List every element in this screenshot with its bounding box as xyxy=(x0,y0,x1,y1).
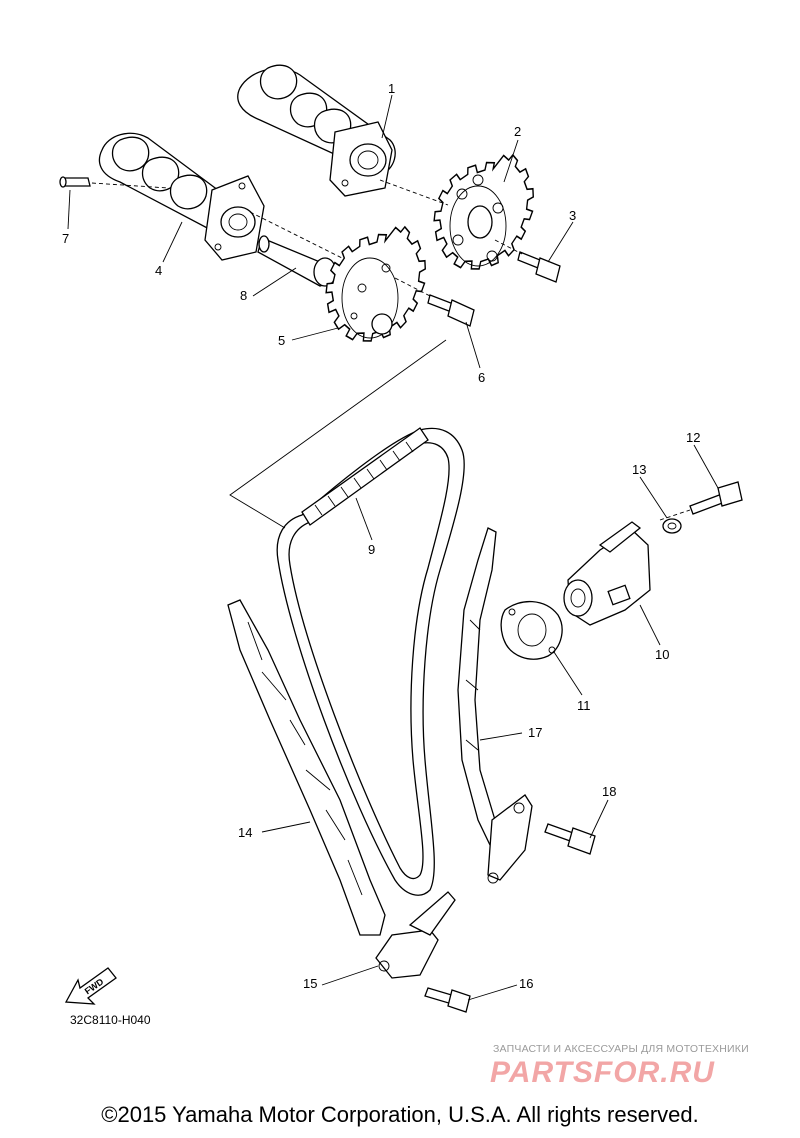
callout-16: 16 xyxy=(519,976,533,991)
callout-10: 10 xyxy=(655,647,669,662)
timing-chain xyxy=(276,427,465,896)
watermark-caption: ЗАПЧАСТИ И АКСЕССУАРЫ ДЛЯ МОТОТЕХНИКИ xyxy=(493,1043,749,1055)
bolt-part-16 xyxy=(424,987,471,1013)
guide-stopper xyxy=(375,891,456,979)
callout-17: 17 xyxy=(528,725,542,740)
watermark-logo: PARTSFOR.RU xyxy=(490,1056,715,1089)
dowel-pin xyxy=(59,176,169,189)
tensioner-washer xyxy=(662,518,682,534)
cam-sprocket-lower xyxy=(325,225,427,342)
chain-routing-outline xyxy=(229,339,447,529)
camshaft-lower xyxy=(98,132,265,261)
callout-9: 9 xyxy=(368,542,375,557)
callout-2: 2 xyxy=(514,124,521,139)
callout-6: 6 xyxy=(478,370,485,385)
leader-lines xyxy=(67,94,719,1001)
chain-guide-left xyxy=(227,599,386,936)
callout-3: 3 xyxy=(569,208,576,223)
chain-guide-right xyxy=(457,527,533,884)
callout-4: 4 xyxy=(155,263,162,278)
bolt-part-3 xyxy=(494,239,561,283)
chain-tensioner xyxy=(563,521,651,626)
bolt-part-18 xyxy=(544,823,596,855)
callout-8: 8 xyxy=(240,288,247,303)
callout-14: 14 xyxy=(238,825,252,840)
callout-12: 12 xyxy=(686,430,700,445)
tensioner-gasket xyxy=(500,600,563,660)
callout-7: 7 xyxy=(62,231,69,246)
callout-15: 15 xyxy=(303,976,317,991)
camshaft-upper xyxy=(237,64,396,197)
callout-numbers: 1 2 3 4 5 6 7 8 9 10 11 12 13 14 15 16 1… xyxy=(62,81,700,991)
bolt-part-6 xyxy=(394,277,475,327)
cam-sprocket-upper xyxy=(433,153,535,270)
callout-18: 18 xyxy=(602,784,616,799)
copyright-notice: ©2015 Yamaha Motor Corporation, U.S.A. A… xyxy=(101,1102,699,1127)
callout-5: 5 xyxy=(278,333,285,348)
callout-1: 1 xyxy=(388,81,395,96)
diagram-code: 32C8110-H040 xyxy=(70,1013,151,1027)
callout-13: 13 xyxy=(632,462,646,477)
decompressor-shaft xyxy=(249,211,351,287)
fwd-arrow-icon: FWD xyxy=(64,967,117,1005)
callout-11: 11 xyxy=(577,698,591,713)
tensioner-bolt xyxy=(659,481,743,521)
